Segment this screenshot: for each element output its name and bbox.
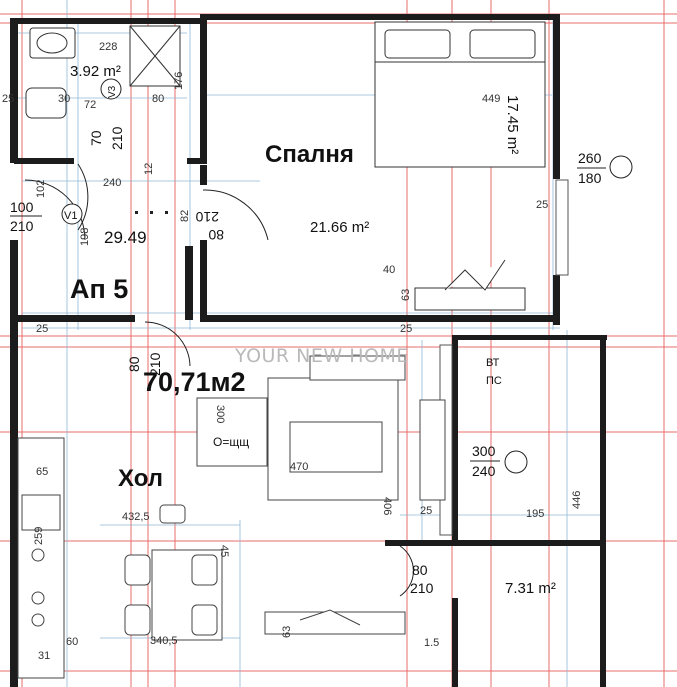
dim-432-5: 432,5 [122, 511, 150, 523]
ps-label: ПС [486, 375, 502, 387]
door-swings [24, 163, 414, 597]
dim-40: 40 [383, 264, 395, 276]
dimension-labels: 228 80 176 30 72 25 449 240 12 102 82 19… [2, 41, 583, 662]
bedroom-area: 21.66 m² [310, 219, 369, 236]
dim-25-d: 25 [400, 323, 412, 335]
bathroom-area: 3.92 m² [70, 63, 121, 80]
dim-300: 300 [214, 405, 226, 423]
bath-door-width: 70 [88, 130, 104, 146]
dim-80: 80 [152, 93, 164, 105]
dim-1-5: 1.5 [424, 637, 439, 649]
o-shch-label: О=щщ [213, 435, 249, 449]
living-furniture [17, 355, 446, 679]
bedroom-window-height: 180 [578, 170, 602, 186]
apartment-name: Ап 5 [70, 274, 128, 304]
dim-25-b: 25 [536, 199, 548, 211]
dim-470: 470 [290, 461, 308, 473]
balcony-area: 7.31 m² [505, 580, 556, 597]
dim-340-5: 340,5 [150, 635, 178, 647]
dim-195: 195 [526, 508, 544, 520]
dim-30: 30 [58, 93, 70, 105]
dim-446: 446 [571, 491, 583, 509]
door-labels: 70 210 100 210 210 80 80 210 80 210 [10, 126, 434, 596]
dim-12: 12 [143, 163, 155, 175]
living-name: Хол [118, 465, 163, 492]
dim-176: 176 [173, 72, 185, 90]
bedroom-area-alt: 17.45 m² [504, 95, 521, 154]
v3-label: V3 [107, 85, 118, 98]
dim-228: 228 [99, 41, 117, 53]
apartment-total-area: 70,71м2 [143, 367, 246, 397]
v1-label: V1 [64, 210, 77, 222]
dim-240: 240 [103, 177, 121, 189]
bedroom-name: Спалня [265, 141, 354, 168]
dim-72: 72 [84, 99, 96, 111]
entry-door-height: 210 [10, 218, 34, 234]
corridor-dots [135, 211, 168, 214]
window-labels: 260 180 300 240 [10, 150, 606, 479]
dim-31: 31 [38, 650, 50, 662]
living-door-height: 210 [147, 352, 163, 376]
bed-door-width: 80 [208, 227, 224, 243]
living-door-width: 80 [126, 356, 142, 372]
living-window-height: 240 [472, 463, 496, 479]
window-markers [61, 78, 633, 474]
dim-60: 60 [66, 636, 78, 648]
dim-82: 82 [179, 210, 191, 222]
dim-25-c: 25 [36, 323, 48, 335]
bath-door-height: 210 [109, 126, 125, 150]
bed [374, 21, 546, 311]
vt-label: ВТ [486, 357, 500, 369]
watermark: YOUR NEW HOME [234, 345, 409, 367]
balcony-door-height: 210 [410, 580, 434, 596]
corridor-area: 29.49 [104, 228, 147, 247]
dim-198: 198 [79, 228, 91, 246]
dim-63-a: 63 [400, 289, 412, 301]
dim-102: 102 [35, 180, 47, 198]
entry-door-width: 100 [10, 199, 34, 215]
dim-25-e: 25 [420, 505, 432, 517]
dim-63-b: 63 [281, 626, 293, 638]
dim-25-a: 25 [2, 93, 14, 105]
bed-door-height: 210 [195, 209, 219, 225]
dim-406: 406 [381, 497, 393, 515]
living-window-width: 300 [472, 443, 496, 459]
dim-259: 259 [33, 527, 45, 545]
balcony-door-width: 80 [412, 562, 428, 578]
bedroom-window-width: 260 [578, 150, 602, 166]
dim-65: 65 [36, 466, 48, 478]
dim-449: 449 [482, 93, 500, 105]
dim-45: 45 [218, 545, 230, 557]
bathroom-fixtures [25, 25, 181, 119]
walls [10, 14, 607, 687]
